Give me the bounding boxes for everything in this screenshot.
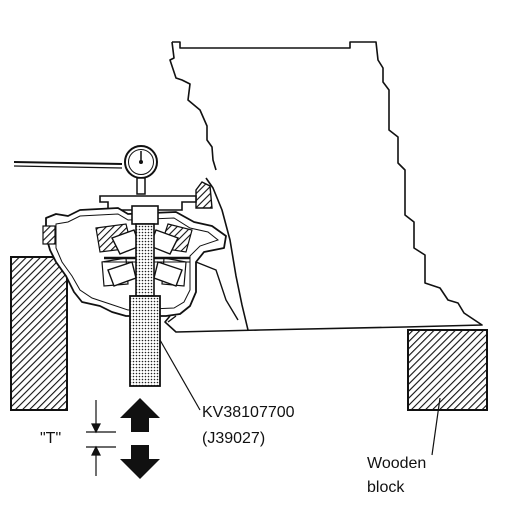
flange-bolt — [42, 225, 56, 245]
t-dimension — [86, 400, 116, 476]
arrow-down-icon — [120, 445, 160, 479]
case-lower-rib — [167, 261, 239, 323]
arrow-up-icon — [120, 398, 160, 432]
dial-gauge — [124, 145, 158, 195]
wooden-block-label-line2: block — [367, 479, 405, 496]
gauge-bracket — [99, 195, 197, 211]
gauge-stand-rod-2 — [13, 165, 123, 169]
tool-leader-line — [159, 339, 201, 411]
gauge-stand-rod — [13, 161, 123, 165]
left-wooden-block — [10, 256, 68, 411]
transmission-case-outline — [164, 41, 483, 333]
special-tool — [129, 205, 161, 387]
right-wooden-block — [407, 329, 488, 411]
block-leader-line — [431, 397, 441, 456]
tool-alt-number-label: (J39027) — [202, 430, 266, 447]
wooden-block-label: Wooden — [367, 455, 427, 472]
t-dimension-label: "T" — [40, 430, 62, 447]
case-boss — [195, 181, 213, 209]
housing-inner-wall — [55, 213, 220, 311]
tool-number-label: KV38107700 — [202, 404, 295, 421]
